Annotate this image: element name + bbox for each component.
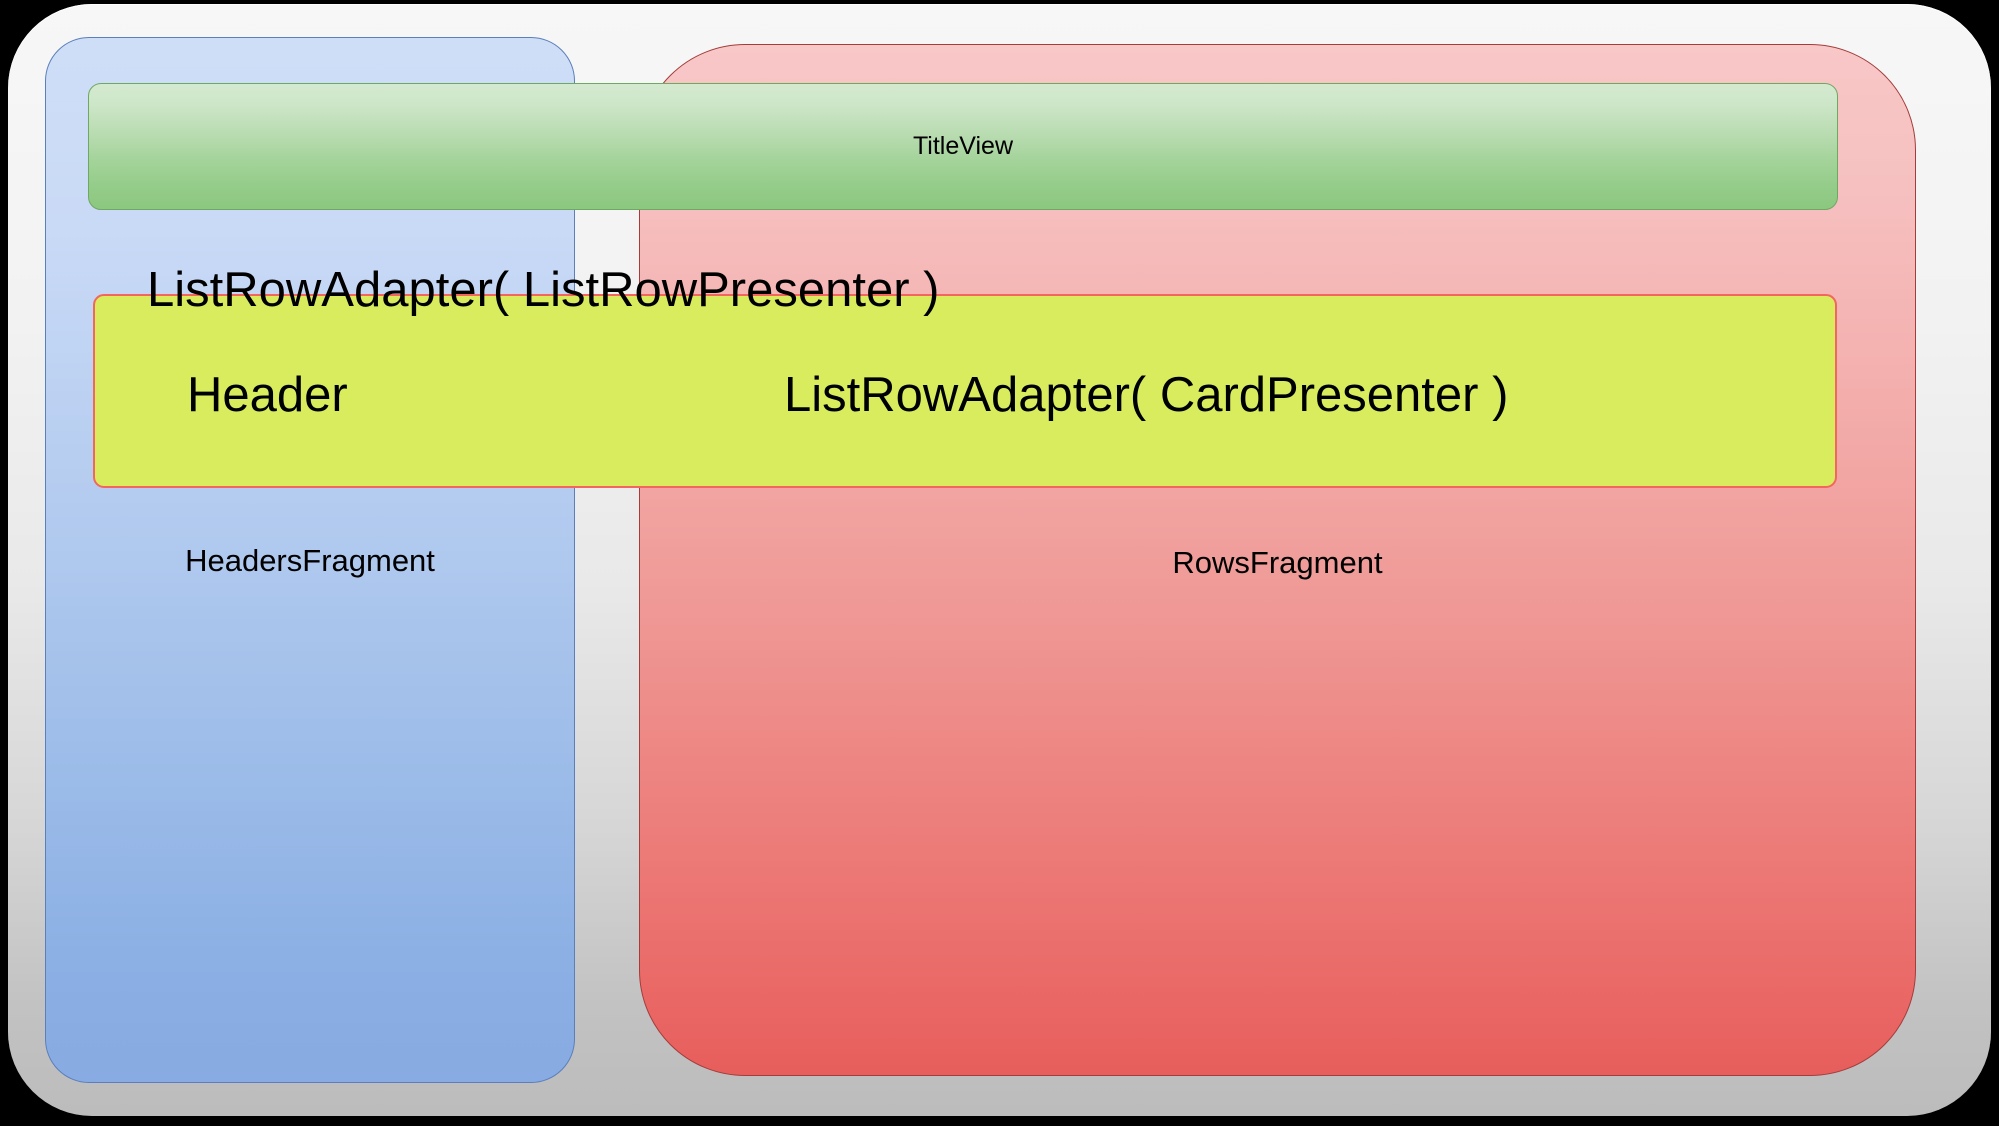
title-view-bar[interactable]: TitleView [88,83,1838,210]
list-row-container[interactable] [93,294,1837,488]
title-view-label: TitleView [912,132,1014,160]
rows-fragment-panel[interactable] [639,44,1916,1076]
rows-fragment-label: RowsFragment [1172,545,1383,580]
header-cell-label: Header [187,368,348,422]
headers-fragment-label: HeadersFragment [185,543,435,578]
card-presenter-adapter-label: ListRowAdapter( CardPresenter ) [784,368,1509,422]
headers-fragment-panel[interactable] [45,37,575,1083]
list-row-adapter-presenter-label: ListRowAdapter( ListRowPresenter ) [147,263,940,317]
